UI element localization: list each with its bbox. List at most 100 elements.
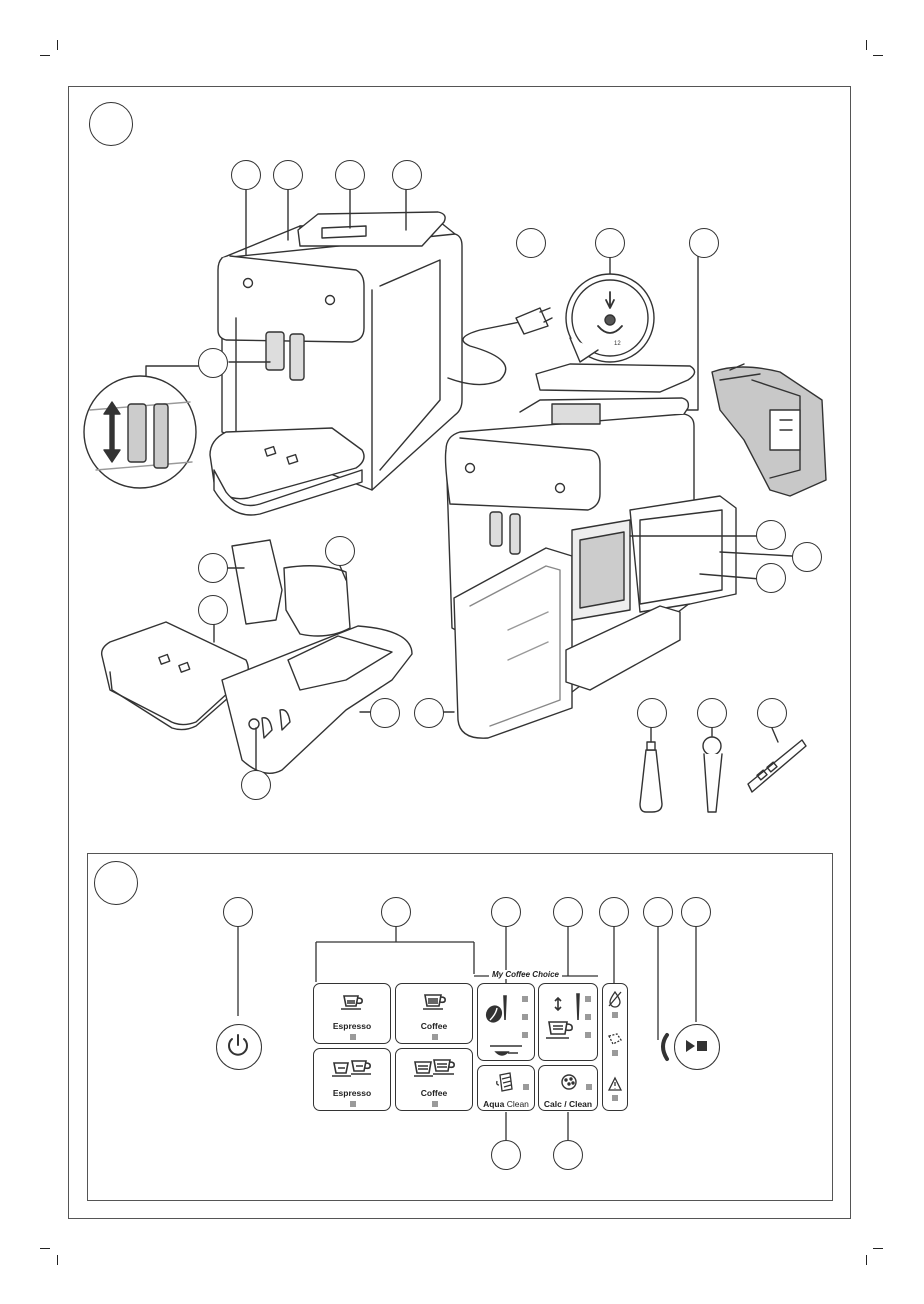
warning-icon: [607, 1076, 623, 1091]
accessories: [639, 727, 807, 813]
double-coffee-button[interactable]: Coffee: [395, 1048, 473, 1111]
callout-marker: [491, 897, 521, 927]
callout-marker: [370, 698, 400, 728]
callout-marker: [516, 228, 546, 258]
crop-mark: [873, 55, 883, 56]
progress-arc-icon: [661, 1033, 669, 1061]
machine-button: [554, 482, 566, 494]
calc-clean-button[interactable]: Calc / Clean: [538, 1065, 598, 1111]
machine-button: [464, 462, 476, 474]
calc-clean-icon: [561, 1074, 577, 1090]
filter-icon: [496, 1072, 513, 1092]
power-icon: [228, 1034, 249, 1057]
single-cup-icon: [423, 994, 446, 1010]
svg-text:12: 12: [614, 341, 621, 347]
callout-marker: [198, 348, 228, 378]
callout-marker: [414, 698, 444, 728]
cup-quantity-icon: [546, 993, 580, 1039]
callout-marker: [681, 897, 711, 927]
callout-marker: [335, 160, 365, 190]
callout-marker: [553, 897, 583, 927]
figure-2-badge: [94, 861, 138, 905]
double-cup-icon: [414, 1059, 455, 1077]
machine-overview-illustration: 12: [83, 189, 827, 813]
crop-mark: [57, 1255, 58, 1265]
double-cup-icon: [332, 1060, 371, 1077]
calc-clean-label: Calc / Clean: [543, 1099, 593, 1109]
callout-marker: [223, 897, 253, 927]
figure-1-badge: [89, 102, 133, 146]
crop-mark: [873, 1248, 883, 1249]
water-drop-crossed-icon: [608, 990, 622, 1008]
callout-marker: [757, 698, 787, 728]
callout-marker: [599, 897, 629, 927]
callout-marker: [325, 536, 355, 566]
control-panel-frame: [87, 853, 833, 1201]
espresso-button[interactable]: Espresso: [313, 983, 391, 1044]
status-led: [612, 1012, 618, 1018]
coffee-label: Coffee: [420, 1021, 448, 1031]
status-led: [432, 1034, 438, 1040]
strength-button[interactable]: [477, 983, 535, 1061]
status-led: [522, 1032, 528, 1038]
drip-tray-assembly: [100, 539, 413, 774]
crop-mark: [57, 40, 58, 50]
status-led: [522, 1014, 528, 1020]
crop-mark: [40, 1248, 50, 1249]
status-led: [350, 1034, 356, 1040]
espresso-label: Espresso: [332, 1021, 372, 1031]
callout-marker: [792, 542, 822, 572]
brew-group: [711, 363, 827, 497]
grounds-container-icon: [608, 1033, 622, 1045]
ground-coffee-icon: [490, 1045, 522, 1056]
callout-marker: [756, 520, 786, 550]
status-led: [612, 1050, 618, 1056]
status-led: [350, 1101, 356, 1107]
callout-marker: [595, 228, 625, 258]
power-button[interactable]: [216, 1024, 262, 1070]
crop-mark: [40, 55, 50, 56]
callout-marker: [689, 228, 719, 258]
coffee-bean-icon: [485, 995, 507, 1023]
status-led: [612, 1095, 618, 1101]
callout-marker: [392, 160, 422, 190]
callout-marker: [553, 1140, 583, 1170]
quantity-button[interactable]: [538, 983, 598, 1061]
aqua-clean-label: Aqua Clean: [483, 1099, 529, 1109]
status-led: [522, 996, 528, 1002]
status-led: [585, 1032, 591, 1038]
callout-marker: [198, 553, 228, 583]
my-coffee-choice-label: My Coffee Choice: [489, 970, 562, 979]
status-led: [523, 1084, 529, 1090]
machine-open-view: [427, 363, 793, 739]
aqua-clean-button[interactable]: Aqua Clean: [477, 1065, 535, 1111]
double-espresso-button[interactable]: Espresso: [313, 1048, 391, 1111]
coffee-button[interactable]: Coffee: [395, 983, 473, 1044]
callout-marker: [637, 698, 667, 728]
play-stop-icon: [686, 1040, 708, 1053]
status-led: [585, 1014, 591, 1020]
callout-marker: [198, 595, 228, 625]
machine-button: [324, 294, 336, 306]
callout-marker: [756, 563, 786, 593]
callout-marker: [231, 160, 261, 190]
callout-marker: [697, 698, 727, 728]
start-stop-button[interactable]: [674, 1024, 720, 1070]
page-frame: [68, 86, 851, 1219]
crop-mark: [866, 40, 867, 50]
double-coffee-label: Coffee: [420, 1088, 448, 1098]
spout-adjust-inset: [83, 365, 211, 489]
status-led: [585, 996, 591, 1002]
machine-button: [242, 277, 254, 289]
status-led: [432, 1101, 438, 1107]
callout-marker: [273, 160, 303, 190]
callout-marker: [381, 897, 411, 927]
double-espresso-label: Espresso: [332, 1088, 372, 1098]
callout-marker: [643, 897, 673, 927]
crop-mark: [866, 1255, 867, 1265]
callout-marker: [241, 770, 271, 800]
status-led: [586, 1084, 592, 1090]
machine-front-view: [209, 189, 553, 516]
grinder-dial-inset: 12: [565, 255, 699, 411]
single-cup-icon: [341, 995, 363, 1010]
